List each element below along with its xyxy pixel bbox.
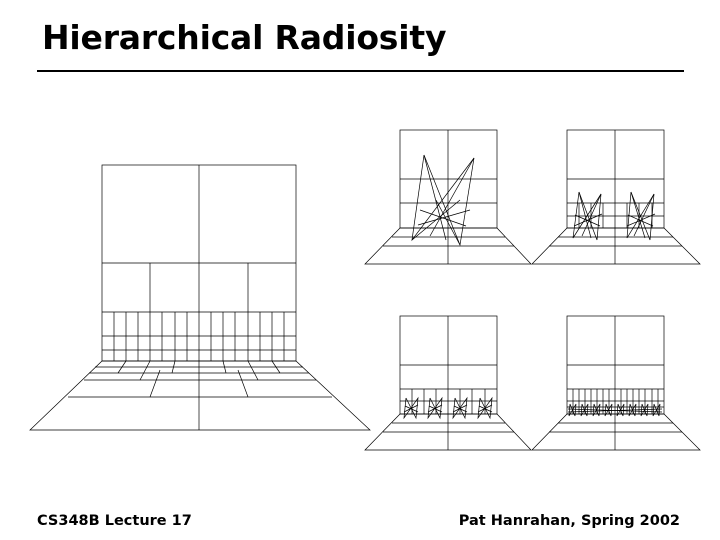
link-fan — [411, 154, 475, 247]
footer-course: CS348B Lecture 17 — [37, 513, 192, 529]
thumbnail-level-2 — [531, 129, 701, 265]
footer-author: Pat Hanrahan, Spring 2002 — [458, 513, 680, 529]
main-fine-columns — [113, 312, 285, 361]
thumbnail-level-3 — [364, 315, 532, 451]
link-fans-row — [567, 403, 663, 417]
main-radiosity-view — [29, 164, 371, 431]
slide-title: Hierarchical Radiosity — [42, 18, 447, 57]
link-fan — [572, 191, 603, 241]
title-underline — [37, 70, 684, 72]
link-fan — [626, 191, 656, 241]
link-fan — [452, 396, 468, 420]
link-fan — [427, 396, 443, 420]
link-fan — [477, 396, 493, 420]
thumbnail-level-4 — [531, 315, 701, 451]
link-fan — [403, 396, 419, 420]
thumbnail-level-1 — [364, 129, 532, 265]
